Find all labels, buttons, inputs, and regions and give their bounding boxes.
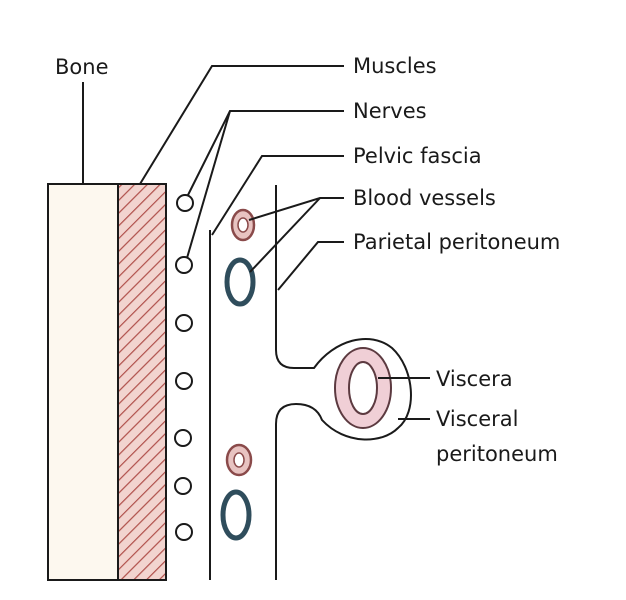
artery-lumen [233, 452, 245, 468]
parietal-peritoneum-line [275, 185, 412, 580]
leader-lines [82, 65, 430, 420]
leader-pelvic-fascia [211, 155, 344, 236]
nerve-icon [174, 429, 192, 447]
label-nerves: Nerves [353, 99, 427, 123]
muscle-layer [117, 183, 167, 581]
bone-block [47, 183, 119, 581]
label-muscles: Muscles [353, 54, 437, 78]
leader-parietal-peritoneum [277, 241, 344, 291]
nerve-icon [174, 477, 192, 495]
label-blood-vessels: Blood vessels [353, 186, 496, 210]
label-visceral-peritoneum-line1: Visceral [436, 407, 518, 431]
label-bone: Bone [55, 55, 108, 79]
leader-blood-vessels-2 [249, 197, 321, 273]
viscera-lumen [348, 361, 378, 415]
artery-lumen [237, 217, 249, 233]
leader-muscles [139, 65, 344, 185]
leader-blood-vessels-1 [248, 197, 344, 221]
vein-icon [224, 257, 256, 307]
nerve-group [174, 194, 194, 541]
leader-nerves-2 [186, 110, 231, 259]
label-pelvic-fascia: Pelvic fascia [353, 144, 482, 168]
nerve-icon [175, 256, 193, 274]
nerve-icon [175, 523, 193, 541]
nerve-icon [175, 314, 193, 332]
nerve-icon [175, 372, 193, 390]
label-viscera: Viscera [436, 367, 513, 391]
label-visceral-peritoneum-line2: peritoneum [436, 442, 558, 466]
label-parietal-peritoneum: Parietal peritoneum [353, 230, 560, 254]
leader-nerves [187, 110, 344, 196]
nerve-icon [176, 194, 194, 212]
vein-icon [220, 489, 252, 541]
blood-vessel-group [220, 208, 256, 541]
